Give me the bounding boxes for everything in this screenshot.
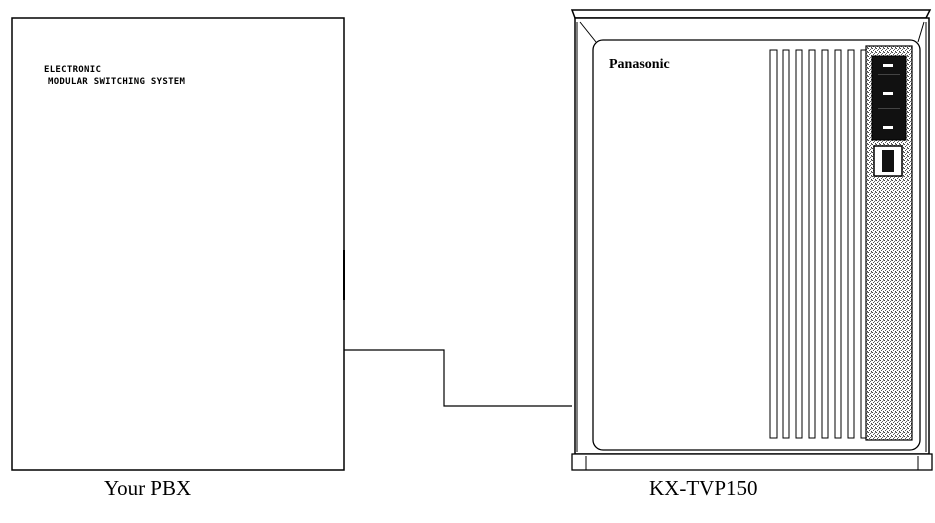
indicator-led-1 [883,64,893,67]
vent-stripe [834,49,842,439]
indicator-led-3 [883,126,893,129]
vent-stripe [847,49,855,439]
connection-cable [344,349,572,407]
unit-base [571,453,933,471]
unit-top-lid [570,9,932,19]
pbx-caption: Your PBX [104,476,192,500]
vent-stripe [769,49,778,439]
power-switch-icon[interactable] [882,150,894,172]
pbx-label-line1: ELECTRONIC [44,65,101,75]
pbx-unit: ELECTRONIC MODULAR SWITCHING SYSTEM [11,17,345,471]
indicator-led-2 [883,92,893,95]
pbx-label-line2: MODULAR SWITCHING SYSTEM [48,77,186,87]
vent-stripe [782,49,790,439]
vent-stripe [808,49,816,439]
vent-grille [769,49,868,439]
vent-stripe [821,49,829,439]
pbx-cabinet [11,17,345,471]
vent-stripe [795,49,803,439]
voice-processor-caption: KX-TVP150 [649,476,758,500]
voice-processor-unit: Panasonic [570,9,933,471]
brand-logo: Panasonic [609,57,670,72]
